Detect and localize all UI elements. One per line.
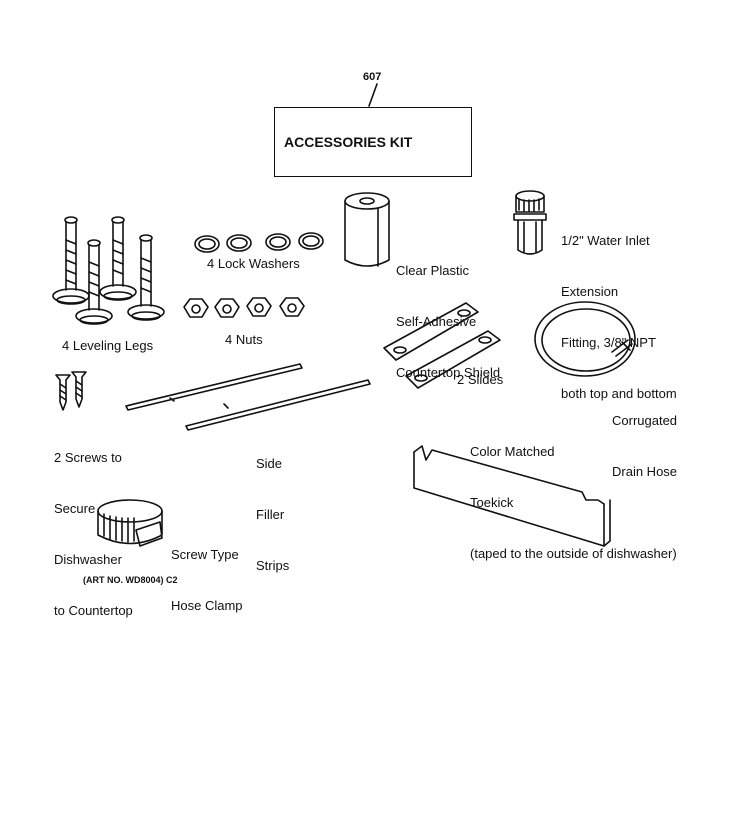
label-drain-hose: Corrugated Drain Hose — [612, 378, 677, 497]
label-line: Drain Hose — [612, 464, 678, 479]
label-water-inlet: 1/2" Water Inlet Extension Fitting, 3/8"… — [561, 198, 677, 419]
label-screws: 2 Screws to Secure Dishwasher to Counter… — [54, 415, 133, 636]
label-line: Side — [256, 456, 283, 471]
label-line: Color Matched — [470, 444, 555, 459]
label-line: Hose Clamp — [171, 598, 243, 613]
art-number: (ART NO. WD8004) C2 — [83, 575, 178, 585]
countertop-shield-roll — [344, 192, 390, 267]
label-countertop-shield: Clear Plastic Self-Adhesive Countertop S… — [396, 228, 500, 398]
title-box: ACCESSORIES KIT — [274, 107, 472, 177]
side-filler-strips — [125, 363, 371, 431]
label-line: both top and bottom — [561, 386, 677, 401]
label-line: Self-Adhesive — [396, 314, 477, 329]
part-number-leader — [368, 83, 378, 107]
slides — [383, 302, 501, 389]
label-line: 1/2" Water Inlet — [561, 233, 650, 248]
label-toekick: Color Matched Toekick (taped to the outs… — [470, 409, 677, 579]
label-line: Clear Plastic — [396, 263, 469, 278]
label-line: Toekick — [470, 495, 514, 510]
label-line: Secure — [54, 501, 96, 516]
label-filler-strips: Side Filler Strips — [256, 421, 289, 591]
hex-nuts — [183, 297, 305, 318]
label-lock-washers: 4 Lock Washers — [207, 256, 300, 271]
toekick-panel — [413, 445, 611, 547]
screws — [55, 371, 87, 411]
label-nuts: 4 Nuts — [225, 332, 263, 347]
label-line: to Countertop — [54, 603, 133, 618]
label-line: Screw Type — [171, 547, 239, 562]
label-line: Countertop Shield — [396, 365, 501, 380]
label-line: Filler — [256, 507, 285, 522]
label-line: Strips — [256, 558, 290, 573]
lock-washers — [194, 232, 324, 253]
label-line: 2 Screws to — [54, 450, 122, 465]
part-number: 607 — [363, 71, 382, 83]
label-line: (taped to the outside of dishwasher) — [470, 546, 677, 561]
label-line: Extension — [561, 284, 619, 299]
drain-hose-coil — [534, 301, 636, 377]
label-line: Dishwasher — [54, 552, 122, 567]
label-line: Corrugated — [612, 413, 678, 428]
label-leveling-legs: 4 Leveling Legs — [62, 338, 154, 353]
label-line: Fitting, 3/8" NPT — [561, 335, 656, 350]
label-slides: 2 Slides — [457, 372, 504, 387]
leveling-legs — [52, 216, 165, 325]
hose-clamp — [97, 499, 163, 547]
label-hose-clamp: Screw Type Hose Clamp — [171, 512, 243, 631]
diagram-title: ACCESSORIES KIT — [284, 134, 413, 150]
water-inlet-fitting — [513, 190, 547, 255]
